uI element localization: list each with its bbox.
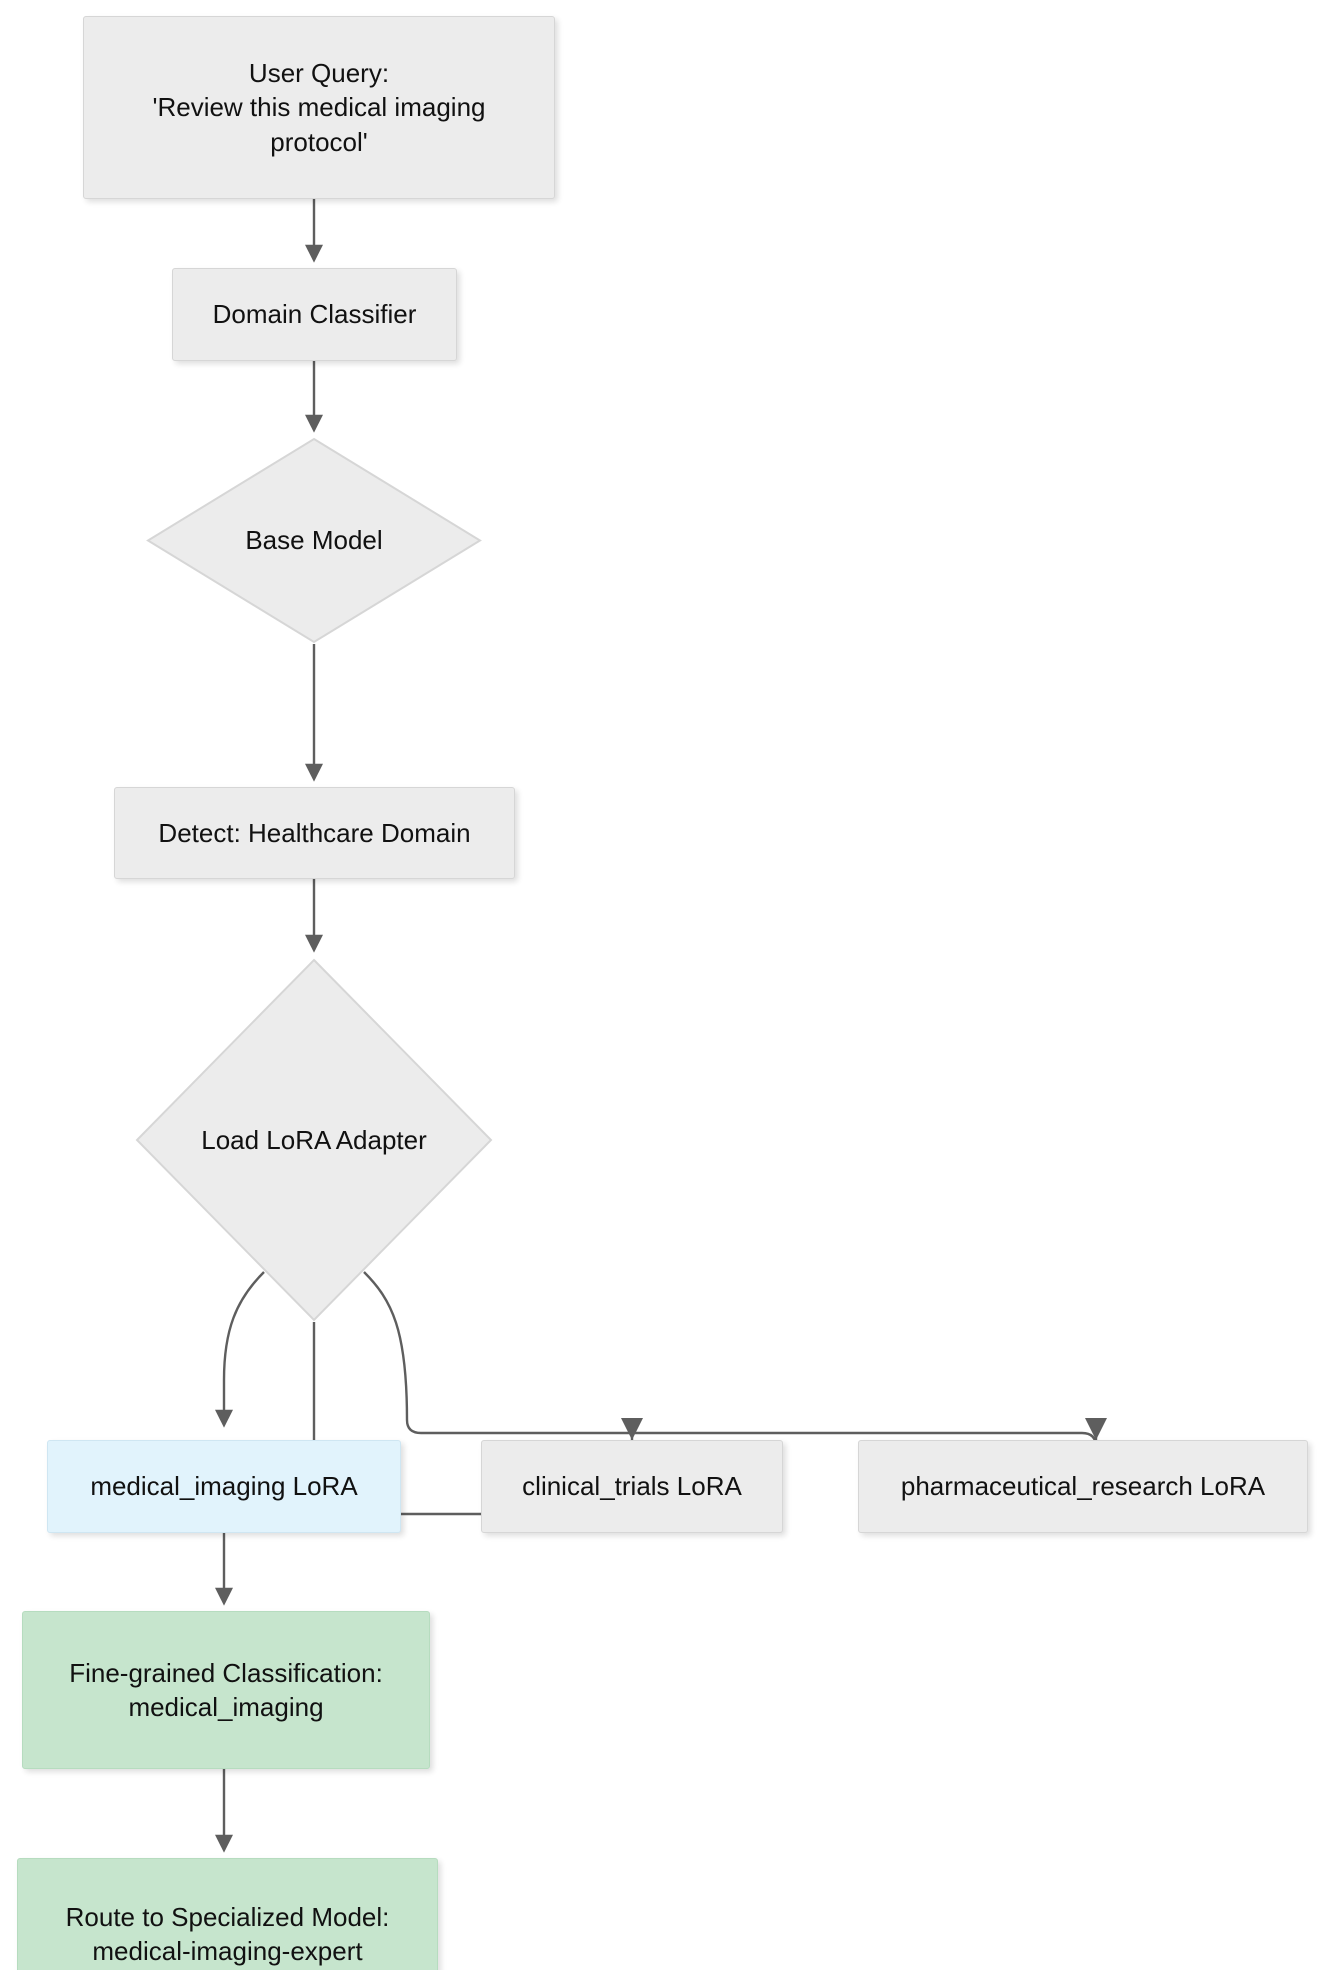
node-detect-healthcare-domain[interactable]: Detect: Healthcare Domain <box>114 787 515 879</box>
base-model-diamond-shape <box>146 437 482 644</box>
node-pharmaceutical-research-lora-label: pharmaceutical_research LoRA <box>900 1471 1266 1502</box>
arrowhead-pharmaceutical-research <box>1085 1418 1107 1440</box>
node-domain-classifier-label: Domain Classifier <box>212 299 417 330</box>
node-route-to-specialized-model[interactable]: Route to Specialized Model: medical-imag… <box>17 1858 438 1970</box>
node-user-query-label: User Query: 'Review this medical imaging… <box>152 58 486 157</box>
node-base-model-label: Base Model <box>245 525 383 555</box>
node-route-to-specialized-model-label: Route to Specialized Model: medical-imag… <box>65 1901 390 1966</box>
node-medical-imaging-lora[interactable]: medical_imaging LoRA <box>47 1440 401 1533</box>
node-load-lora-adapter[interactable]: Load LoRA Adapter <box>135 958 493 1322</box>
node-clinical-trials-lora[interactable]: clinical_trials LoRA <box>481 1440 783 1533</box>
load-lora-adapter-diamond-shape <box>135 958 493 1322</box>
node-domain-classifier[interactable]: Domain Classifier <box>172 268 457 361</box>
node-medical-imaging-lora-label: medical_imaging LoRA <box>90 1471 358 1502</box>
node-clinical-trials-lora-label: clinical_trials LoRA <box>522 1471 742 1502</box>
node-load-lora-adapter-label: Load LoRA Adapter <box>201 1124 427 1155</box>
edge-load-lora-to-pharmaceutical-research-lora <box>363 1271 1098 1448</box>
node-fine-grained-classification-label: Fine-grained Classification: medical_ima… <box>69 1657 383 1722</box>
arrowhead-clinical-trials <box>621 1418 643 1440</box>
node-base-model[interactable]: Base Model <box>146 437 482 644</box>
node-user-query[interactable]: User Query: 'Review this medical imaging… <box>83 16 555 199</box>
node-pharmaceutical-research-lora[interactable]: pharmaceutical_research LoRA <box>858 1440 1308 1533</box>
node-fine-grained-classification[interactable]: Fine-grained Classification: medical_ima… <box>22 1611 430 1769</box>
edge-load-lora-to-medical-imaging-lora <box>215 1271 265 1428</box>
node-detect-healthcare-domain-label: Detect: Healthcare Domain <box>158 817 471 848</box>
